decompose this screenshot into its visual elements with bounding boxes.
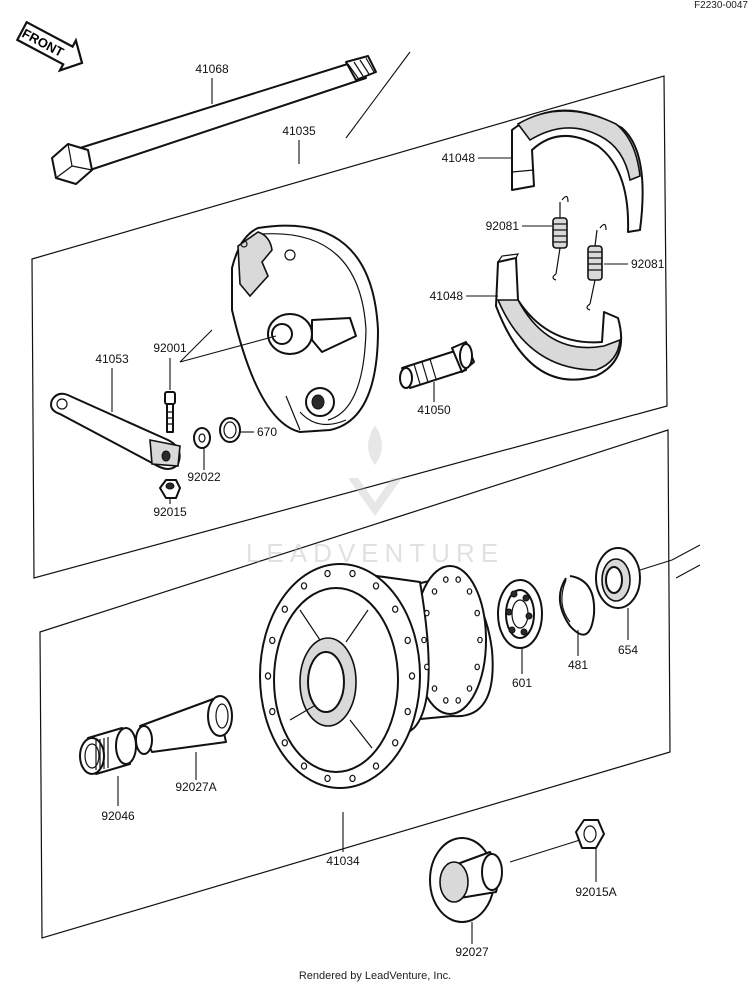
spoke-hole: [300, 582, 308, 590]
leader-line: [179, 329, 213, 363]
spoke-hole: [474, 609, 481, 617]
part-label-92022[interactable]: 92022: [187, 470, 221, 484]
spoke-hole: [300, 762, 308, 770]
part-label-92015[interactable]: 92015: [153, 505, 187, 519]
spoke-hole: [466, 588, 473, 595]
collar-part: [135, 695, 233, 755]
spoke-hole: [372, 762, 380, 770]
leader-line: [675, 564, 701, 579]
spoke-hole: [281, 605, 288, 613]
part-label-92027A[interactable]: 92027A: [175, 780, 216, 794]
part-label-481[interactable]: 481: [568, 658, 588, 672]
brake-cam-part: [399, 341, 475, 389]
part-label-92001[interactable]: 92001: [153, 341, 187, 355]
spoke-hole: [442, 576, 449, 583]
part-label-41048-lower[interactable]: 41048: [430, 289, 464, 303]
spoke-hole: [404, 636, 411, 645]
snap-ring-part: [559, 575, 596, 636]
part-label-654[interactable]: 654: [618, 643, 638, 657]
spoke-hole: [324, 569, 331, 578]
spoke-hole: [466, 685, 473, 692]
spoke-hole: [281, 739, 288, 747]
axle-part: [51, 55, 377, 185]
hub-group-frame: [39, 429, 671, 939]
part-label-41034[interactable]: 41034: [326, 854, 360, 868]
spoke-hole: [324, 774, 331, 783]
spoke-hole: [474, 663, 481, 671]
front-arrow-icon: FRONT: [15, 20, 84, 73]
spoke-hole: [269, 707, 276, 716]
spoke-hole: [421, 636, 427, 644]
spoke-hole: [442, 697, 449, 704]
bolt-part: [164, 391, 176, 433]
oil-seal-part: [595, 547, 641, 609]
part-label-670[interactable]: 670: [257, 425, 277, 439]
brake-panel-part: [231, 224, 379, 433]
part-label-92015A[interactable]: 92015A: [575, 885, 616, 899]
footer-credit: Rendered by LeadVenture, Inc.: [298, 970, 452, 982]
brake-shoe-lower-part: [495, 253, 623, 381]
part-label-41035[interactable]: 41035: [282, 124, 316, 138]
leader-line: [179, 335, 277, 363]
part-label-92027[interactable]: 92027: [455, 945, 489, 959]
part-label-92081-left[interactable]: 92081: [486, 219, 520, 233]
spring-part: [552, 195, 569, 281]
spoke-hole: [477, 636, 483, 644]
spoke-hole: [372, 582, 380, 590]
part-label-601[interactable]: 601: [512, 676, 532, 690]
spoke-hole: [349, 774, 356, 783]
spoke-hole: [431, 588, 438, 595]
leader-line: [639, 559, 673, 571]
brake-lever-part: [50, 392, 181, 470]
spoke-hole: [392, 605, 399, 613]
leader-line: [671, 544, 701, 561]
leader-line: [345, 51, 411, 139]
spoke-hole: [423, 609, 430, 617]
ball-bearing-part: [497, 579, 543, 649]
hub-collar-part: [429, 837, 503, 923]
brake-shoe-upper-part: [511, 109, 644, 233]
spoke-hole: [423, 663, 430, 671]
washer-part: [193, 427, 211, 449]
part-label-92046[interactable]: 92046: [101, 809, 135, 823]
spring-part: [586, 223, 607, 311]
spoke-hole: [431, 685, 438, 692]
part-label-92081-right[interactable]: 92081: [631, 257, 665, 271]
brake-group-frame: [31, 75, 668, 579]
spoke-hole: [349, 569, 356, 578]
nut-part: [159, 479, 181, 499]
needle-bearing-part: [79, 727, 137, 775]
part-label-41050[interactable]: 41050: [417, 403, 451, 417]
spoke-hole: [455, 697, 462, 704]
spoke-hole: [264, 672, 272, 680]
watermark-logo: [348, 425, 402, 516]
spoke-hole: [392, 739, 399, 747]
part-label-41053[interactable]: 41053: [95, 352, 129, 366]
leader-line: [509, 839, 581, 863]
spoke-hole: [408, 672, 416, 680]
spoke-hole: [404, 707, 411, 716]
spoke-hole: [455, 576, 462, 583]
part-label-41048-upper[interactable]: 41048: [442, 151, 476, 165]
spoke-hole: [269, 636, 276, 645]
part-label-41068[interactable]: 41068: [195, 62, 229, 76]
seal-ring-part: [219, 417, 241, 443]
figure-ref: F2230-0047: [694, 0, 748, 11]
wheel-hub-part: [259, 563, 494, 789]
watermark-text: LEADVENTURE: [246, 538, 504, 568]
axle-nut-part: [575, 819, 605, 849]
spoke-holes: [264, 569, 483, 783]
